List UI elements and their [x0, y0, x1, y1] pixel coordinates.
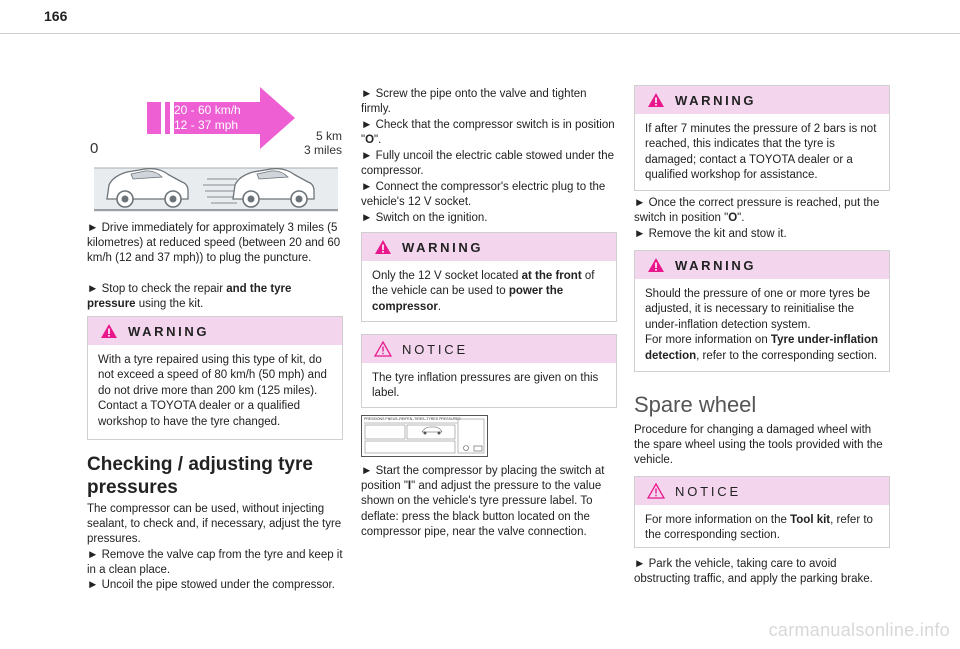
- warning-text: Only the 12 V socket located at the fron…: [372, 270, 595, 313]
- uncoil-cable-instruction: ► Fully uncoil the electric cable stowed…: [361, 150, 615, 178]
- check-switch-instruction: ► Check that the compressor switch is in…: [361, 119, 615, 147]
- notice-icon: [374, 341, 392, 357]
- spare-wheel-intro: Procedure for changing a damaged wheel w…: [634, 424, 883, 467]
- warning-label: WARNING: [402, 240, 484, 255]
- page-number: 166: [44, 8, 68, 24]
- notice-box-tool-kit: NOTICE For more information on the Tool …: [634, 476, 890, 548]
- figure-speed-mph: 12 - 37 mph: [174, 118, 239, 132]
- remove-valve-cap-instruction: ► Remove the valve cap from the tyre and…: [87, 549, 343, 577]
- notice-text: For more information on the Tool kit, re…: [645, 514, 873, 542]
- warning-icon: [648, 93, 664, 107]
- figure-speed-kmh: 20 - 60 km/h: [174, 103, 241, 117]
- figure-distance-miles: 3 miles: [303, 143, 342, 157]
- stow-kit-instruction: ► Remove the kit and stow it.: [634, 228, 787, 240]
- warning-text: With a tyre repaired using this type of …: [98, 354, 327, 428]
- drive-instruction: ► Drive immediately for approximately 3 …: [87, 222, 341, 265]
- speed-distance-figure: 0 20 - 60 km/h 12 - 37 mph 5 km 3 miles: [87, 85, 342, 215]
- correct-pressure-instruction: ► Once the correct pressure is reached, …: [634, 197, 880, 225]
- notice-icon: [647, 483, 665, 499]
- warning-icon: [648, 258, 664, 272]
- warning-box-socket: WARNING Only the 12 V socket located at …: [361, 232, 617, 322]
- tyre-label-title: PRESSIONS PNEUS–REIFEN–TIRES–TYRES PRESS…: [364, 417, 461, 421]
- notice-text: The tyre inflation pressures are given o…: [372, 372, 599, 400]
- stop-check-instruction: ► Stop to check the repair and the tyre …: [87, 283, 292, 311]
- notice-box-pressures: NOTICE The tyre inflation pressures are …: [361, 334, 617, 408]
- warning-text: Should the pressure of one or more tyres…: [645, 288, 879, 362]
- warning-box-reinitialise: WARNING Should the pressure of one or mo…: [634, 250, 890, 372]
- warning-label: WARNING: [675, 258, 757, 273]
- warning-label: WARNING: [128, 324, 210, 339]
- watermark: carmanualsonline.info: [768, 620, 950, 640]
- figure-zero-label: 0: [90, 140, 99, 157]
- warning-text: If after 7 minutes the pressure of 2 bar…: [645, 123, 877, 182]
- section-heading-spare-wheel: Spare wheel: [634, 392, 757, 417]
- warning-label: WARNING: [675, 93, 757, 108]
- screw-pipe-instruction: ► Screw the pipe onto the valve and tigh…: [361, 88, 587, 116]
- start-compressor-instruction: ► Start the compressor by placing the sw…: [361, 465, 605, 538]
- compressor-intro: The compressor can be used, without inje…: [87, 503, 342, 546]
- uncoil-pipe-instruction: ► Uncoil the pipe stowed under the compr…: [87, 579, 335, 591]
- ignition-instruction: ► Switch on the ignition.: [361, 212, 488, 224]
- warning-icon: [101, 324, 117, 338]
- warning-box-7-minutes: WARNING If after 7 minutes the pressure …: [634, 85, 890, 191]
- header-divider: [0, 33, 960, 34]
- warning-icon: [375, 240, 391, 254]
- warning-box-speed: WARNING With a tyre repaired using this …: [87, 316, 343, 440]
- figure-distance-km: 5 km: [315, 129, 342, 143]
- notice-label: NOTICE: [675, 484, 741, 499]
- tyre-pressure-label-image: PRESSIONS PNEUS–REIFEN–TIRES–TYRES PRESS…: [361, 415, 488, 457]
- park-vehicle-instruction: ► Park the vehicle, taking care to avoid…: [634, 558, 873, 586]
- connect-plug-instruction: ► Connect the compressor's electric plug…: [361, 181, 606, 209]
- notice-label: NOTICE: [402, 342, 468, 357]
